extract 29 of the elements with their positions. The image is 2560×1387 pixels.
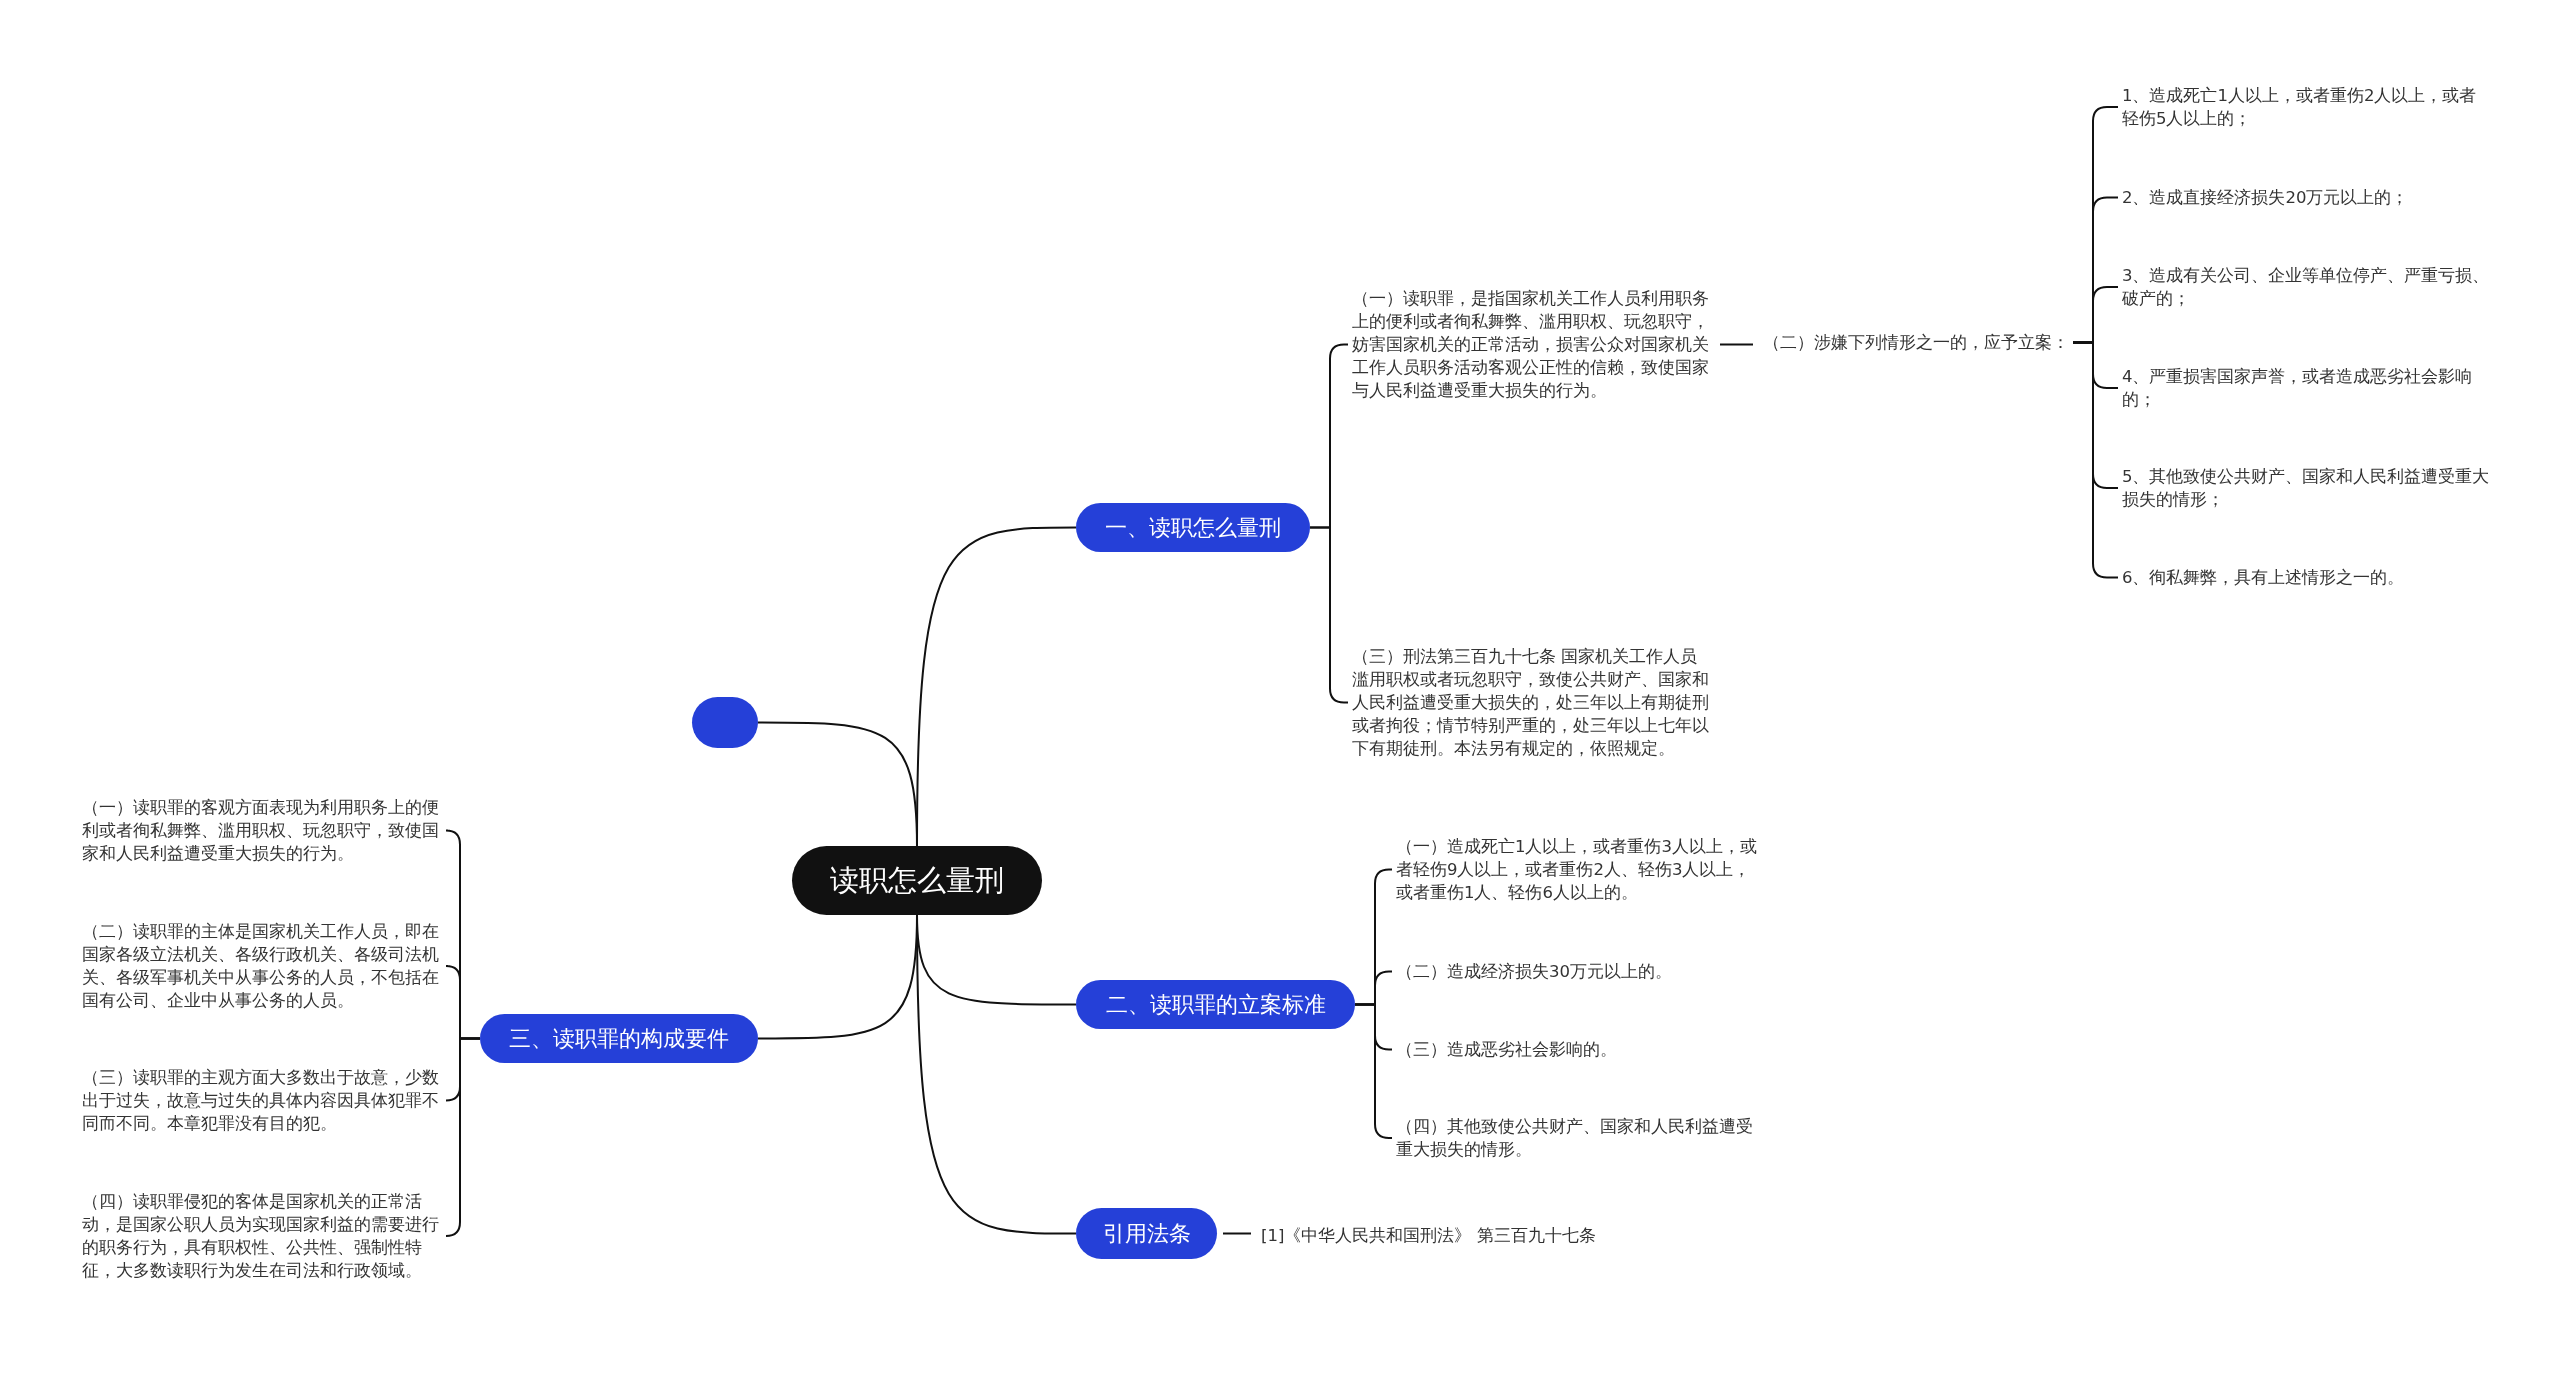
topic-pill bbox=[692, 697, 758, 748]
note-text: （二）读职罪的主体是国家机关工作人员，即在国家各级立法机关、各级行政机关、各级司法机关、各级军事机关中从事公务的人员，不包括在国有公司、企业中从事公务的人员。 bbox=[82, 921, 440, 1012]
branch-connector bbox=[757, 721, 918, 847]
topic-pill: 三、读职罪的构成要件 bbox=[480, 1014, 758, 1063]
note-text: （四）其他致使公共财产、国家和人民利益遭受重大损失的情形。 bbox=[1396, 1116, 1754, 1161]
topic-pill: 引用法条 bbox=[1076, 1208, 1217, 1259]
note-text: [1]《中华人民共和国刑法》 第三百九十七条 bbox=[1261, 1225, 1597, 1247]
note-text: （三）造成恶劣社会影响的。 bbox=[1396, 1039, 1618, 1061]
bracket-connector bbox=[1719, 343, 1754, 346]
topic-pill: 二、读职罪的立案标准 bbox=[1076, 980, 1355, 1029]
note-text: 1、造成死亡1人以上，或者重伤2人以上，或者轻伤5人以上的； bbox=[2122, 85, 2478, 130]
note-text: （一）造成死亡1人以上，或者重伤3人以上，或者轻伤9人以上，或者重伤2人、轻伤3人以上，或者重伤1人、轻伤6人以上的。 bbox=[1396, 836, 1758, 904]
note-text: （四）读职罪侵犯的客体是国家机关的正常活动，是国家公职人员为实现国家利益的需要进行的职务行为，具有职权性、公共性、强制性特征，大多数读职行为发生在司法和行政领域。 bbox=[82, 1191, 440, 1282]
note-text: （二）涉嫌下列情形之一的，应予立案： bbox=[1763, 332, 2070, 354]
note-text: （二）造成经济损失30万元以上的。 bbox=[1396, 961, 1673, 983]
note-text: 6、徇私舞弊，具有上述情形之一的。 bbox=[2122, 567, 2406, 589]
note-text: （一）读职罪的客观方面表现为利用职务上的便利或者徇私舞弊、滥用职权、玩忽职守，致使国家和人民利益遭受重大损失的行为。 bbox=[82, 797, 440, 865]
branch-connector bbox=[757, 914, 918, 1040]
topic-pill: 一、读职怎么量刑 bbox=[1076, 503, 1310, 552]
note-text: 3、造成有关公司、企业等单位停产、严重亏损、破产的； bbox=[2122, 265, 2491, 310]
note-text: （一）读职罪，是指国家机关工作人员利用职务上的便利或者徇私舞弊、滥用职权、玩忽职守，妨害国家机关的正常活动，损害公众对国家机关工作人员职务活动客观公正性的信赖，致使国家与人民利益遭受重大损失的行为。 bbox=[1352, 288, 1710, 402]
bracket-connector bbox=[445, 1037, 481, 1237]
note-text: 2、造成直接经济损失20万元以上的； bbox=[2122, 187, 2410, 209]
note-text: （三）读职罪的主观方面大多数出于故意，少数出于过失，故意与过失的具体内容因具体犯罪不同而不同。本章犯罪没有目的犯。 bbox=[82, 1067, 440, 1135]
note-text: 4、严重损害国家声誉，或者造成恶劣社会影响的； bbox=[2122, 366, 2474, 411]
note-text: 5、其他致使公共财产、国家和人民利益遭受重大损失的情形； bbox=[2122, 466, 2491, 511]
central-topic: 读职怎么量刑 bbox=[792, 846, 1042, 915]
note-text: （三）刑法第三百九十七条 国家机关工作人员滥用职权或者玩忽职守，致使公共财产、国家和人民利益遭受重大损失的，处三年以上有期徒刑或者拘役；情节特别严重的，处三年以上七年以下有期徒刑。本法另有规定的，依照规定。 bbox=[1352, 646, 1710, 760]
bracket-connector bbox=[1222, 1232, 1252, 1235]
